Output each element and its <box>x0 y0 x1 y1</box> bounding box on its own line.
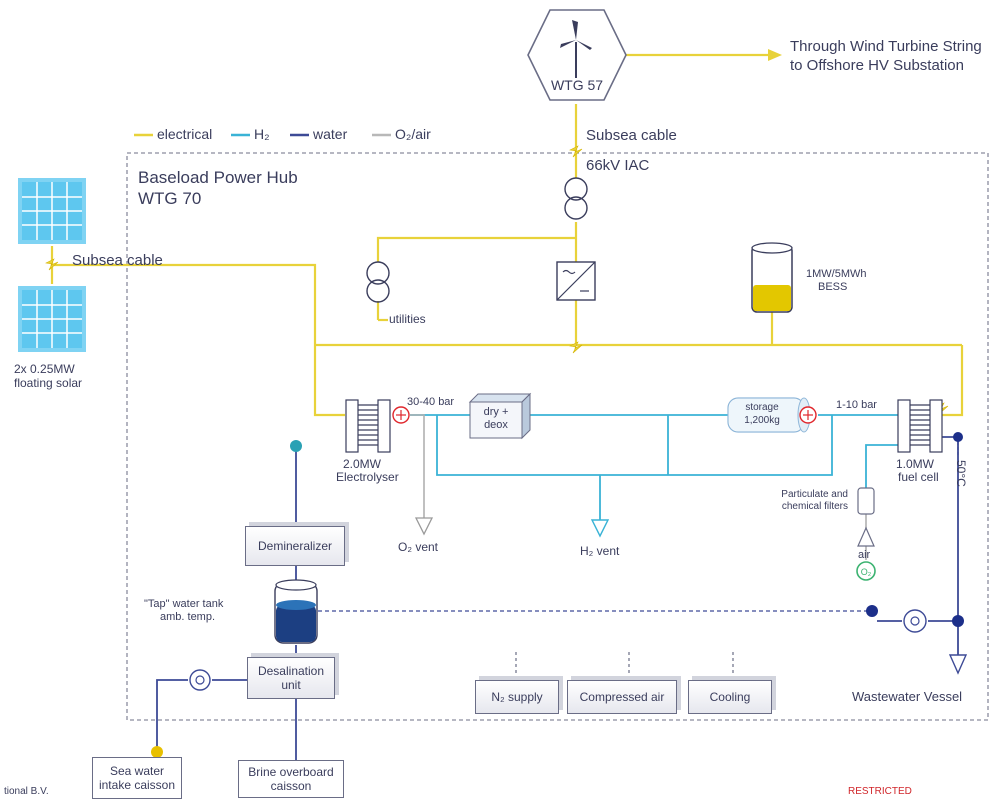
dryer-box-shape <box>468 392 532 440</box>
storage-line-2: 1,200kg <box>744 415 780 426</box>
compressed-air-label: Compressed air <box>579 690 665 704</box>
seawater-pump-symbol <box>189 669 211 691</box>
utilities-transformer-symbol <box>366 261 390 303</box>
electrolyser-name: Electrolyser <box>336 470 399 484</box>
footer-left: tional B.V. <box>4 786 49 797</box>
legend-h2: H₂ <box>254 126 270 142</box>
legend-water: water <box>313 126 348 142</box>
main-transformer-symbol <box>564 177 588 220</box>
legend-electrical: electrical <box>157 126 213 142</box>
solar-panel-lower <box>18 286 86 352</box>
water-tank-line-1: "Tap" water tank <box>144 598 224 610</box>
n2-supply-box: N₂ supply <box>475 680 559 714</box>
dryer-line-2: deox <box>484 419 508 431</box>
bess-line-2: BESS <box>818 281 848 293</box>
electrical-lines <box>50 53 964 417</box>
demineralizer-label: Demineralizer <box>257 539 333 553</box>
fuel-cell-pressure: 1-10 bar <box>836 399 877 411</box>
electrolyser-pressure: 30-40 bar <box>407 396 455 408</box>
fuel-cell-rating: 1.0MW <box>896 457 935 471</box>
hydrogen-lines <box>410 414 898 520</box>
cooling-box: Cooling <box>688 680 772 714</box>
electrolyser-compressor-symbol <box>392 406 410 424</box>
air-label: air <box>858 549 871 561</box>
wind-turbine-symbol <box>527 9 627 101</box>
sea-water-line-2: intake caisson <box>98 778 176 792</box>
svg-text:O₂: O₂ <box>861 567 872 577</box>
brine-line-2: caisson <box>270 779 312 793</box>
dryer-line-1: dry + <box>483 406 509 418</box>
bess-battery-symbol <box>751 242 793 313</box>
sea-water-intake-box: Sea water intake caisson <box>92 757 182 799</box>
compressed-air-box: Compressed air <box>567 680 677 714</box>
h2-vent-symbol <box>590 519 610 538</box>
oxygen-air-lines <box>410 414 867 560</box>
turbine-name: WTG 57 <box>550 77 604 93</box>
o2-vent-label: O₂ vent <box>398 540 439 554</box>
solar-cable-label: Subsea cable <box>72 252 163 269</box>
brine-line-1: Brine overboard <box>248 765 334 779</box>
wastewater-pump-symbol <box>903 609 927 633</box>
turbine-cable-label: Subsea cable <box>586 127 677 144</box>
converter-symbol <box>556 261 596 301</box>
wastewater-vessel-label: Wastewater Vessel <box>852 689 963 704</box>
storage-line-1: storage <box>745 402 779 413</box>
hub-boundary <box>126 152 989 721</box>
o2-vent-symbol <box>414 517 434 536</box>
solar-caption-line-2: floating solar <box>14 376 83 390</box>
n2-supply-label: N₂ supply <box>491 690 543 704</box>
h2-vent-label: H₂ vent <box>580 544 620 558</box>
filters-line-1: Particulate and <box>781 489 848 500</box>
destination-line-1: Through Wind Turbine String <box>790 38 982 55</box>
seawater-intake-point <box>151 746 163 758</box>
hub-title: Baseload Power Hub <box>138 168 298 187</box>
destination-line-2: to Offshore HV Substation <box>790 57 964 74</box>
fuel-cell-stack-symbol <box>897 399 943 453</box>
utilities-label: utilities <box>389 312 426 326</box>
desalination-box: Desalination unit <box>247 657 335 699</box>
water-tank-line-2: amb. temp. <box>160 611 216 623</box>
electrolyser-stack-symbol <box>345 399 391 453</box>
cooling-label: Cooling <box>709 690 751 704</box>
filters-line-2: chemical filters <box>781 501 848 512</box>
hub-subtitle: WTG 70 <box>138 189 202 208</box>
fuel-cell-temperature: 50°C <box>954 460 968 487</box>
filter-cartridge-symbol <box>857 487 875 515</box>
electrolyser-rating: 2.0MW <box>343 457 382 471</box>
storage-valve-symbol <box>799 406 817 424</box>
fuel-cell-name: fuel cell <box>898 470 939 484</box>
utility-feed-ticks <box>515 652 734 678</box>
solar-panel-upper <box>18 178 86 244</box>
water-tank-symbol <box>274 579 318 644</box>
bess-line-1: 1MW/5MWh <box>806 268 867 280</box>
air-intake-symbol <box>857 526 875 547</box>
air-blower-symbol: O₂ <box>856 561 876 581</box>
wastewater-vessel-symbol <box>948 654 968 675</box>
water-feed-junction <box>290 440 302 452</box>
sea-water-line-1: Sea water <box>109 764 165 778</box>
demineralizer-box: Demineralizer <box>245 526 345 566</box>
footer-restricted: RESTRICTED <box>848 786 912 797</box>
solar-caption-line-1: 2x 0.25MW <box>14 362 75 376</box>
voltage-label: 66kV IAC <box>586 157 650 174</box>
export-arrowhead <box>768 49 782 61</box>
desalination-line-2: unit <box>281 678 301 692</box>
water-valves <box>866 432 964 627</box>
brine-caisson-box: Brine overboard caisson <box>238 760 344 798</box>
legend-o2-air: O₂/air <box>395 126 431 142</box>
desalination-line-1: Desalination <box>257 664 325 678</box>
